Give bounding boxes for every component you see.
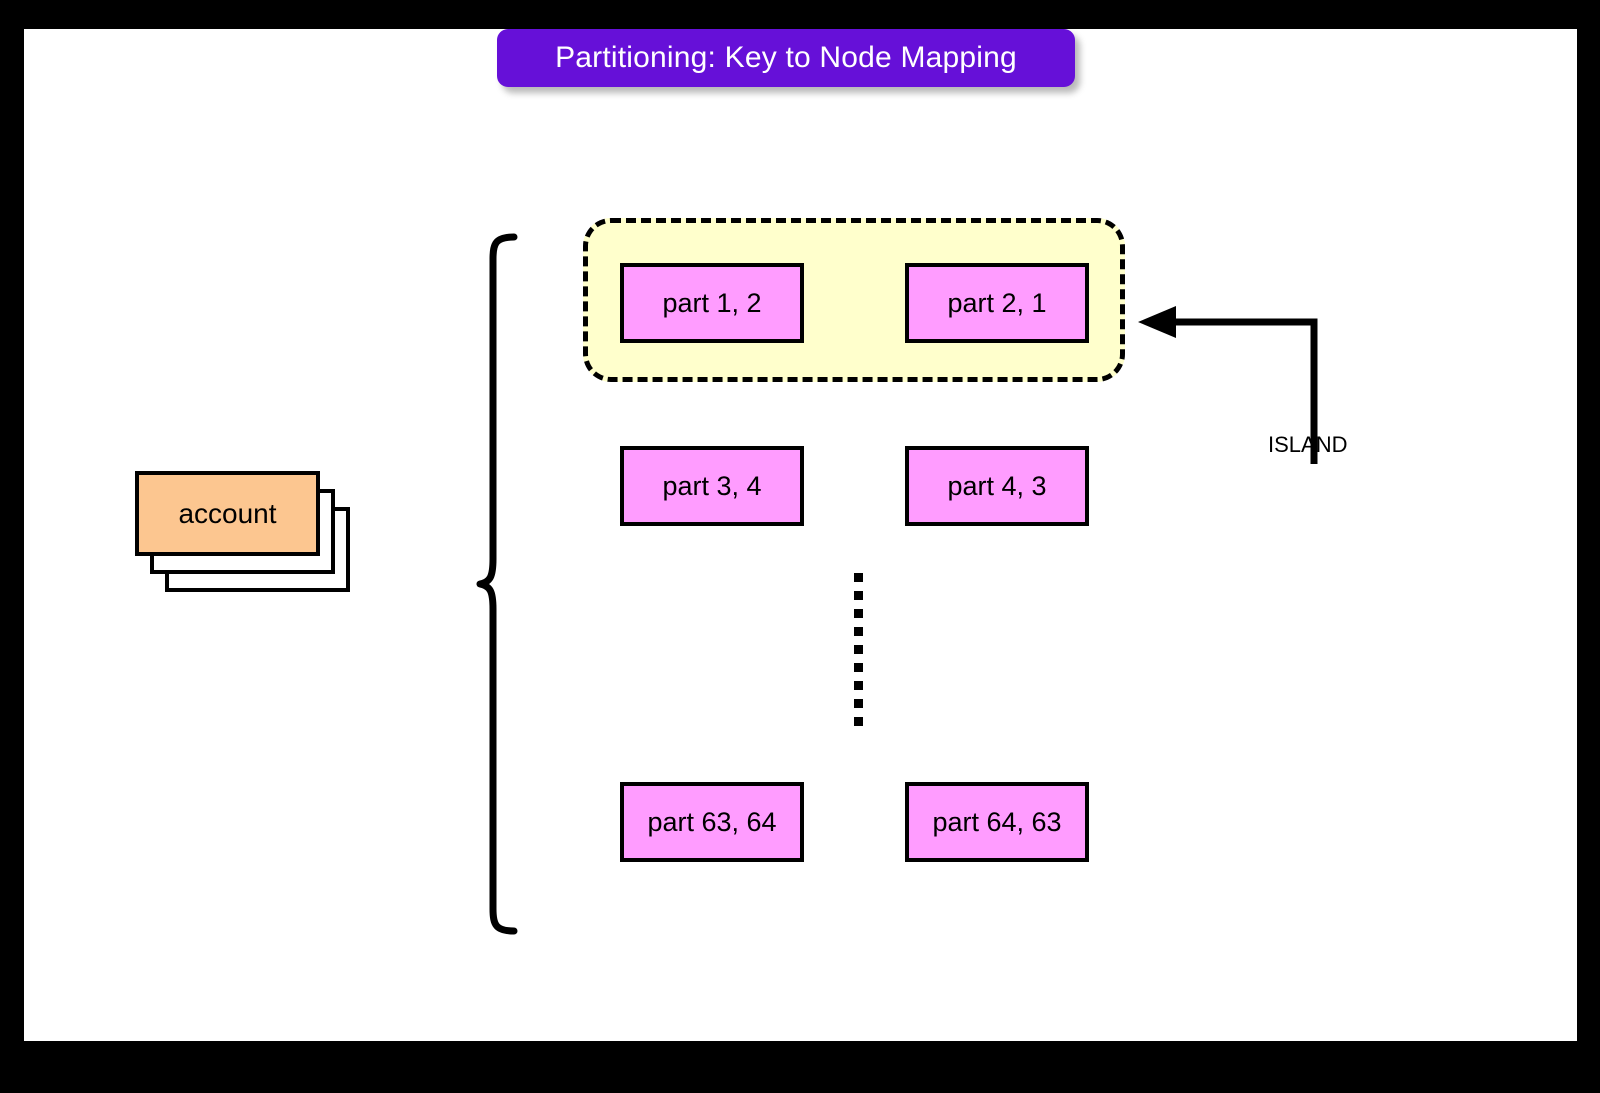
island-callout-arrow xyxy=(1138,306,1318,464)
vertical-ellipsis xyxy=(854,573,868,726)
partition-box[interactable]: part 64, 63 xyxy=(905,782,1089,862)
partition-label: part 2, 1 xyxy=(947,287,1047,318)
account-card-label: account xyxy=(178,497,277,529)
ellipsis-dot xyxy=(854,609,863,618)
partition-set-brace xyxy=(476,233,518,935)
partition-label: part 4, 3 xyxy=(947,470,1047,501)
ellipsis-dot xyxy=(854,573,863,582)
partition-box[interactable]: part 1, 2 xyxy=(620,263,804,343)
ellipsis-dot xyxy=(854,717,863,726)
ellipsis-dot xyxy=(854,591,863,600)
diagram-canvas: Partitioning: Key to Node Mapping accoun… xyxy=(24,29,1577,1041)
ellipsis-dot xyxy=(854,627,863,636)
partition-label: part 3, 4 xyxy=(662,470,762,501)
page-title: Partitioning: Key to Node Mapping xyxy=(555,41,1017,74)
partition-box[interactable]: part 4, 3 xyxy=(905,446,1089,526)
ellipsis-dot xyxy=(854,681,863,690)
partition-label: part 64, 63 xyxy=(932,806,1062,837)
partition-label: part 1, 2 xyxy=(662,287,762,318)
account-card-front[interactable]: account xyxy=(135,471,320,556)
island-label: ISLAND xyxy=(1268,432,1348,457)
partition-box[interactable]: part 63, 64 xyxy=(620,782,804,862)
partition-box[interactable]: part 2, 1 xyxy=(905,263,1089,343)
title-banner: Partitioning: Key to Node Mapping xyxy=(497,29,1075,87)
ellipsis-dot xyxy=(854,645,863,654)
account-table-stack[interactable]: account xyxy=(135,471,350,593)
partition-box[interactable]: part 3, 4 xyxy=(620,446,804,526)
partition-label: part 63, 64 xyxy=(647,806,777,837)
ellipsis-dot xyxy=(854,699,863,708)
ellipsis-dot xyxy=(854,663,863,672)
